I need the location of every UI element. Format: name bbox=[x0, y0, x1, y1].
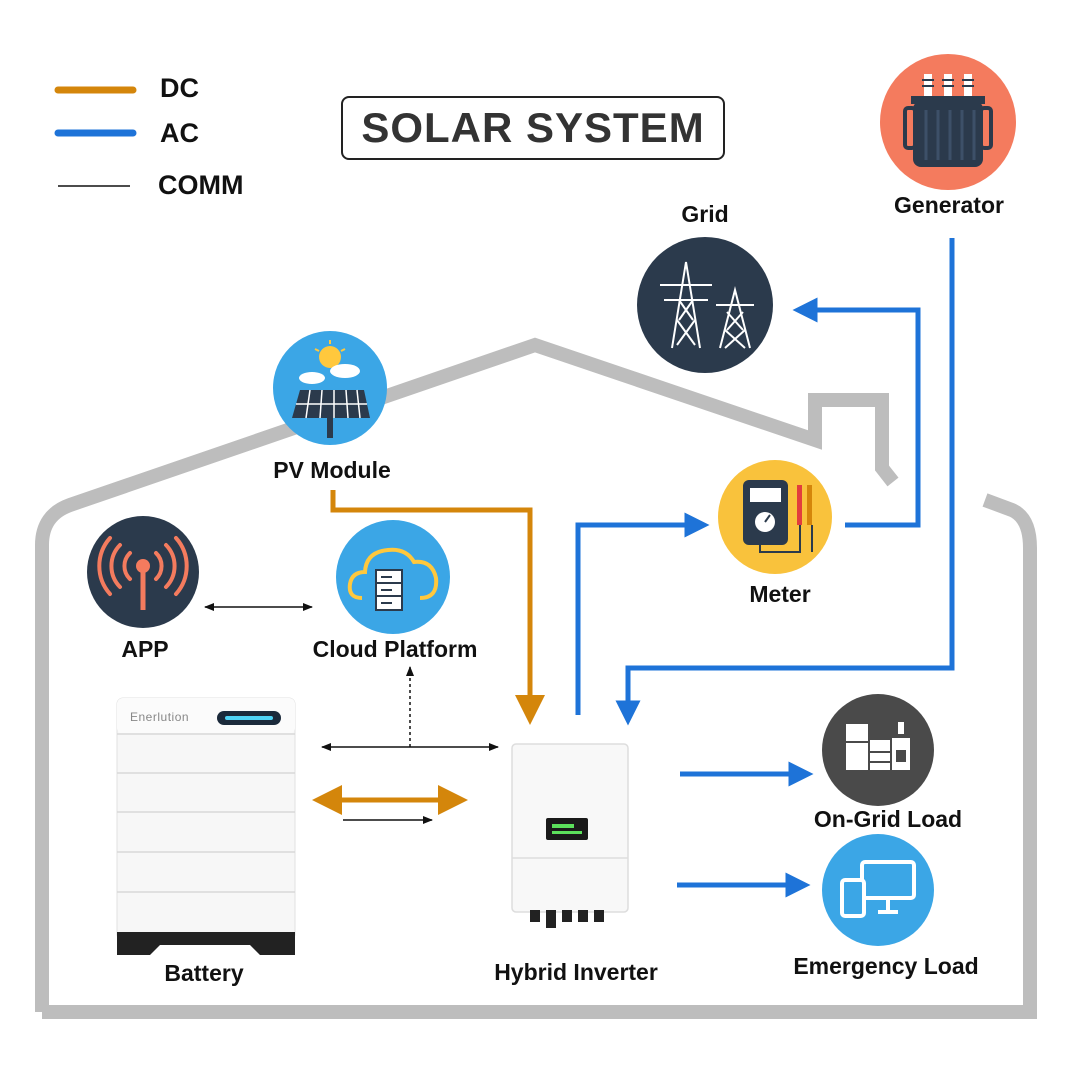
cloud-server-icon bbox=[336, 520, 450, 634]
generator-icon bbox=[880, 54, 1016, 190]
legend-ac-label: AC bbox=[160, 118, 199, 148]
appliances-icon bbox=[822, 694, 934, 806]
dc-line-pv-to-inverter bbox=[330, 490, 545, 725]
battery-label: Battery bbox=[164, 960, 244, 986]
hybrid-inverter-device bbox=[511, 743, 629, 928]
antenna-icon bbox=[87, 516, 199, 628]
on-grid-load-label: On-Grid Load bbox=[813, 806, 963, 832]
ac-line-meter-to-grid bbox=[792, 297, 921, 528]
legend-dc-label: DC bbox=[160, 73, 199, 103]
title-box: SOLAR SYSTEM bbox=[341, 96, 725, 160]
legend bbox=[54, 86, 137, 187]
house-outline bbox=[35, 337, 1037, 1019]
grid-label: Grid bbox=[681, 201, 729, 227]
app-label: APP bbox=[121, 636, 169, 662]
devices-icon bbox=[822, 834, 934, 946]
cloud-platform-label: Cloud Platform bbox=[312, 636, 478, 662]
battery-brand-label: Enerlution bbox=[130, 710, 190, 724]
ac-line-inverter-to-meter bbox=[575, 512, 710, 715]
generator-label: Generator bbox=[894, 192, 1004, 218]
battery-stack bbox=[116, 697, 296, 955]
transmission-tower-icon bbox=[637, 237, 773, 373]
pv-module-label: PV Module bbox=[273, 457, 391, 483]
ac-line-generator-to-inverter bbox=[615, 238, 955, 726]
solar-panel-icon bbox=[273, 331, 387, 445]
emergency-load-label: Emergency Load bbox=[793, 953, 979, 979]
multimeter-icon bbox=[718, 460, 832, 574]
legend-comm-label: COMM bbox=[158, 170, 244, 200]
meter-label: Meter bbox=[749, 581, 811, 607]
hybrid-inverter-label: Hybrid Inverter bbox=[494, 959, 658, 985]
diagram-title: SOLAR SYSTEM bbox=[361, 104, 705, 151]
